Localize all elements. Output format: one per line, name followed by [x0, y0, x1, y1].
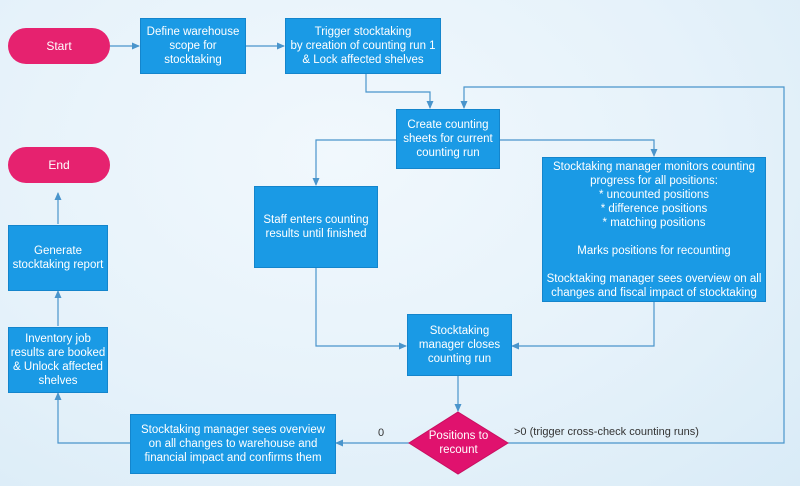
staff-enters-results-step: Staff enters counting results until fini… [254, 186, 378, 268]
manager-monitors-step: Stocktaking manager monitors counting pr… [542, 157, 766, 302]
edge-decision-recount-loop [460, 86, 785, 444]
edge-create-to-monitor [500, 139, 658, 157]
trigger-stocktaking-step: Trigger stocktaking by creation of count… [285, 18, 441, 74]
edge-label-recount: >0 (trigger cross-check counting runs) [514, 426, 699, 438]
define-scope-step: Define warehouse scope for stocktaking [140, 18, 246, 74]
edge-monitor-to-close [511, 302, 655, 350]
overview-confirm-step: Stocktaking manager sees overview on all… [130, 414, 336, 474]
generate-report-step: Generate stocktaking report [8, 225, 108, 291]
edge-staff-to-close [315, 268, 407, 350]
decision-diamond [408, 411, 509, 475]
create-counting-sheets-step: Create counting sheets for current count… [396, 109, 500, 169]
results-booked-step: Inventory job results are booked & Unloc… [8, 327, 108, 393]
edge-label-zero: 0 [378, 427, 385, 439]
close-counting-run-step: Stocktaking manager closes counting run [407, 314, 512, 376]
end-terminal: End [8, 147, 110, 183]
edge-overview-to-booked [54, 392, 130, 444]
edge-trigger-to-create [365, 74, 434, 109]
edge-create-to-staff [312, 139, 396, 186]
start-terminal: Start [8, 28, 110, 64]
positions-to-recount-decision: Positions to recount [428, 430, 489, 456]
